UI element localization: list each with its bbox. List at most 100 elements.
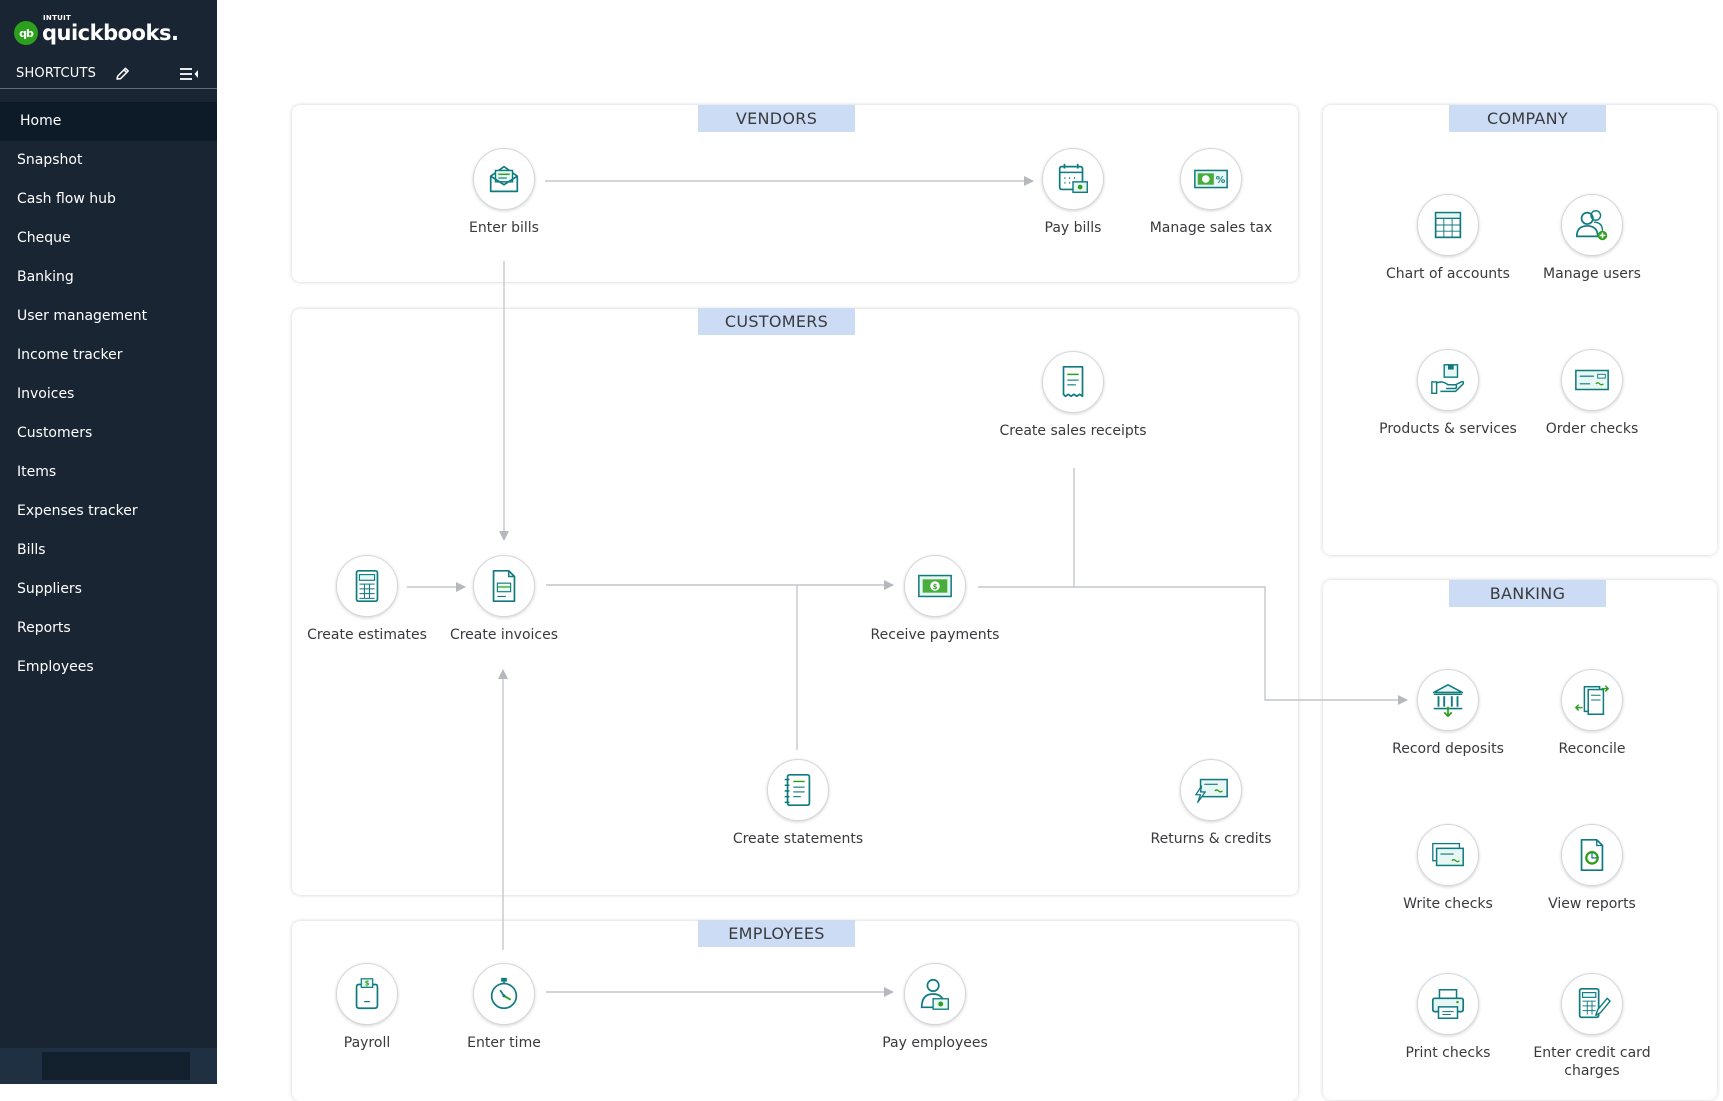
printer-icon [1431, 988, 1465, 1020]
payroll-button[interactable]: $ Payroll [282, 963, 452, 1052]
enter-bills-label: Enter bills [469, 220, 539, 236]
manage-sales-tax-label: Manage sales tax [1149, 220, 1273, 236]
employees-section-title: EMPLOYEES [698, 920, 855, 947]
company-section-title: COMPANY [1449, 105, 1606, 132]
record-deposits-button[interactable]: Record deposits [1363, 669, 1533, 758]
view-reports-icon [1580, 838, 1604, 872]
order-checks-icon [1575, 369, 1609, 391]
create-sales-receipts-label: Create sales receipts [999, 423, 1147, 439]
write-checks-label: Write checks [1403, 896, 1493, 912]
record-deposits-label: Record deposits [1392, 741, 1504, 757]
sidebar-item-invoices[interactable]: Invoices [17, 386, 75, 402]
returns-credits-button[interactable]: Returns & credits [1126, 759, 1296, 848]
enter-credit-card-charges-button[interactable]: Enter credit card charges [1522, 973, 1662, 1080]
receive-payments-money-icon: $ [918, 574, 952, 598]
shortcuts-header: SHORTCUTS [0, 62, 217, 89]
sidebar-item-banking[interactable]: Banking [17, 269, 74, 285]
chart-of-accounts-label: Chart of accounts [1386, 266, 1510, 282]
manage-users-icon [1575, 210, 1608, 241]
payroll-icon: $ [355, 978, 379, 1010]
products-services-button[interactable]: Products & services [1363, 349, 1533, 438]
returns-credits-label: Returns & credits [1150, 831, 1272, 847]
view-reports-button[interactable]: View reports [1507, 824, 1677, 913]
estimates-calculator-icon [355, 569, 379, 603]
sidebar-item-reports[interactable]: Reports [17, 620, 71, 636]
customers-section-title: CUSTOMERS [698, 308, 855, 335]
write-checks-icon [1432, 842, 1464, 867]
sidebar-item-cheque[interactable]: Cheque [17, 230, 71, 246]
create-invoices-label: Create invoices [449, 627, 559, 643]
returns-credits-icon [1195, 778, 1228, 804]
pay-employees-icon [920, 978, 949, 1010]
sidebar-item-cash-flow-hub[interactable]: Cash flow hub [17, 191, 116, 207]
banking-section-title: BANKING [1449, 580, 1606, 607]
sidebar-item-snapshot[interactable]: Snapshot [17, 152, 83, 168]
edit-shortcuts-pencil-icon[interactable] [114, 65, 132, 83]
vendors-section-title: VENDORS [698, 105, 855, 132]
manage-sales-tax-icon: % [1194, 169, 1228, 189]
pay-employees-button[interactable]: Pay employees [850, 963, 1020, 1052]
create-sales-receipts-button[interactable]: Create sales receipts [988, 351, 1158, 440]
pay-employees-label: Pay employees [882, 1035, 988, 1051]
receive-payments-label: Receive payments [870, 627, 1000, 643]
employees-panel [292, 921, 1298, 1101]
pay-bills-button[interactable]: Pay bills [988, 148, 1158, 237]
products-services-icon [1431, 364, 1465, 395]
sidebar-item-items[interactable]: Items [17, 464, 57, 480]
sidebar-nav: Home Snapshot Cash flow hub Cheque Banki… [0, 102, 217, 687]
sidebar-item-bills[interactable]: Bills [17, 542, 46, 558]
sidebar: qb INTUIT quickbooks. SHORTCUTS Home Sna… [0, 0, 217, 1084]
manage-users-label: Manage users [1543, 266, 1641, 282]
vendors-panel [292, 105, 1298, 282]
enter-credit-card-charges-label: Enter credit card charges [1533, 1045, 1651, 1079]
svg-text:$: $ [933, 583, 938, 591]
pay-bills-calendar-icon [1058, 163, 1088, 194]
enter-bills-icon [489, 165, 519, 193]
enter-bills-button[interactable]: Enter bills [419, 148, 589, 237]
reconcile-button[interactable]: Reconcile [1507, 669, 1677, 758]
intuit-wordmark: INTUIT [43, 14, 72, 22]
sidebar-item-user-management[interactable]: User management [17, 308, 148, 324]
create-estimates-button[interactable]: Create estimates [282, 555, 452, 644]
view-reports-label: View reports [1548, 896, 1636, 912]
create-invoices-button[interactable]: Create invoices [419, 555, 589, 644]
credit-card-charges-icon [1578, 987, 1611, 1019]
sidebar-item-employees[interactable]: Employees [17, 659, 94, 675]
quickbooks-logo-mark: qb [14, 21, 38, 45]
sidebar-item-home[interactable]: Home [0, 102, 217, 141]
create-statements-label: Create statements [732, 831, 864, 847]
bank-deposit-icon [1432, 684, 1464, 718]
manage-sales-tax-button[interactable]: % Manage sales tax [1126, 148, 1296, 237]
payroll-label: Payroll [343, 1035, 391, 1051]
products-services-label: Products & services [1379, 421, 1517, 437]
receive-payments-button[interactable]: $ Receive payments [850, 555, 1020, 644]
order-checks-label: Order checks [1545, 421, 1639, 437]
manage-users-button[interactable]: Manage users [1507, 194, 1677, 283]
order-checks-button[interactable]: Order checks [1507, 349, 1677, 438]
quickbooks-logo[interactable]: qb INTUIT quickbooks. [14, 14, 179, 48]
collapse-menu-icon[interactable] [178, 64, 200, 84]
sidebar-item-suppliers[interactable]: Suppliers [17, 581, 82, 597]
print-checks-button[interactable]: Print checks [1363, 973, 1533, 1062]
sales-receipt-icon [1062, 365, 1084, 398]
reconcile-label: Reconcile [1558, 741, 1626, 757]
statements-notebook-icon [784, 773, 811, 807]
write-checks-button[interactable]: Write checks [1363, 824, 1533, 913]
create-statements-button[interactable]: Create statements [713, 759, 883, 848]
svg-text:$: $ [365, 979, 370, 987]
quickbooks-wordmark: quickbooks. [42, 21, 179, 45]
invoice-icon [492, 569, 516, 603]
sidebar-footer [0, 1048, 217, 1084]
company-panel [1323, 105, 1717, 555]
sidebar-item-customers[interactable]: Customers [17, 425, 93, 441]
sidebar-item-expenses-tracker[interactable]: Expenses tracker [17, 503, 138, 519]
reconcile-icon [1574, 685, 1610, 716]
enter-time-button[interactable]: Enter time [419, 963, 589, 1052]
svg-text:%: % [1216, 175, 1226, 186]
sidebar-footer-bar [42, 1052, 190, 1080]
chart-of-accounts-button[interactable]: Chart of accounts [1363, 194, 1533, 283]
sidebar-item-income-tracker[interactable]: Income tracker [17, 347, 123, 363]
stopwatch-icon [490, 977, 518, 1010]
pay-bills-label: Pay bills [1044, 220, 1102, 236]
print-checks-label: Print checks [1405, 1045, 1491, 1061]
